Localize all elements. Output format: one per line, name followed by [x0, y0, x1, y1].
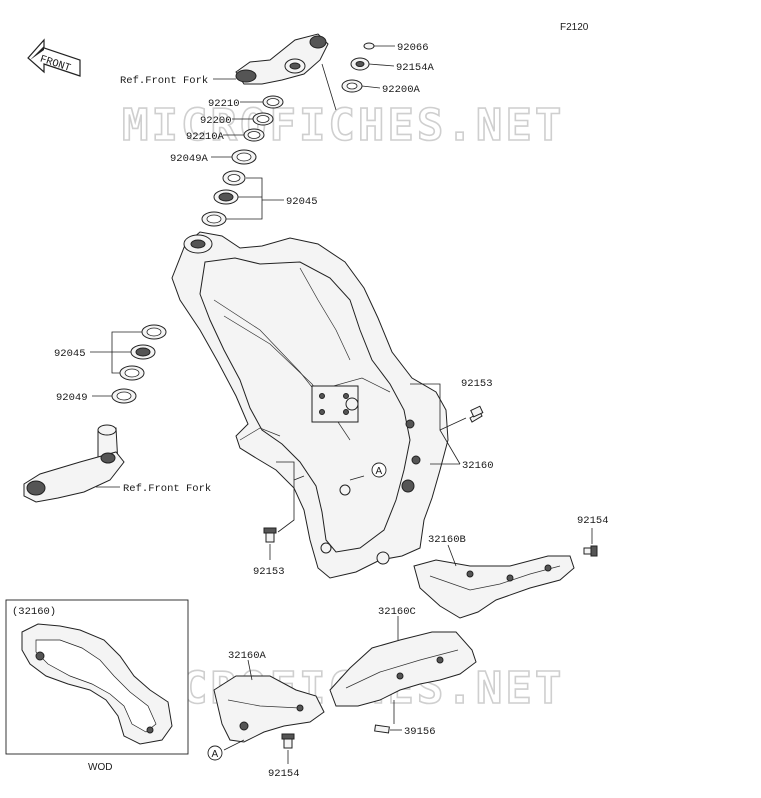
inset-title: (32160) — [12, 606, 56, 618]
label-92153-bottom: 92153 — [253, 566, 285, 578]
seal-92049A — [231, 149, 257, 165]
label-92045-top: 92045 — [286, 196, 318, 208]
bearing-92045-upper — [201, 170, 246, 227]
upper-triple-clamp — [235, 33, 329, 85]
label-92154A: 92154A — [396, 62, 435, 74]
callout-a-bottom-text: A — [212, 749, 219, 760]
label-92154-right: 92154 — [577, 515, 609, 527]
label-32160A: 32160A — [228, 650, 267, 662]
stem-nut-92154A — [350, 57, 370, 71]
callout-a-main-text: A — [376, 466, 383, 477]
front-direction-icon: FRONT — [27, 38, 81, 77]
label-92066: 92066 — [397, 42, 429, 54]
washer-92200A — [341, 79, 363, 93]
bolt-92154-right — [583, 545, 598, 557]
pin-39156 — [374, 724, 390, 734]
label-92200: 92200 — [200, 115, 232, 127]
label-92210: 92210 — [208, 98, 240, 110]
bracket-32160C — [329, 631, 477, 707]
label-39156: 39156 — [404, 726, 436, 738]
label-32160C: 32160C — [378, 606, 416, 618]
label-92049: 92049 — [56, 392, 88, 404]
callout-a-main: A — [371, 462, 387, 478]
seal-92049 — [111, 388, 137, 404]
inset-caption: WOD — [88, 762, 112, 773]
label-92200A: 92200A — [382, 84, 421, 96]
callout-a-bottom: A — [207, 745, 223, 761]
lower-triple-clamp — [23, 424, 125, 503]
watermark-top: MICROFICHES.NET — [122, 100, 564, 151]
label-92210A: 92210A — [186, 131, 225, 143]
bolt-92154-bottom — [281, 733, 295, 749]
ring-92210A — [243, 128, 265, 142]
leader-lines — [90, 45, 593, 764]
bearing-92045-lower — [119, 324, 167, 381]
label-92154-bottom: 92154 — [268, 768, 300, 780]
label-32160: 32160 — [462, 460, 494, 472]
label-92049A: 92049A — [170, 153, 209, 165]
bolt-92153-bottom — [263, 527, 277, 543]
label-ref-front-fork-bottom: Ref.Front Fork — [123, 483, 211, 495]
washer-92200 — [252, 112, 274, 126]
label-92153-right: 92153 — [461, 378, 493, 390]
label-ref-front-fork-top: Ref.Front Fork — [120, 75, 208, 87]
bracket-32160B — [413, 555, 575, 619]
label-32160B: 32160B — [428, 534, 466, 546]
figure-code: F2120 — [560, 22, 589, 33]
stem-cap-92066 — [363, 42, 375, 50]
bearing-ring-92210 — [262, 95, 284, 109]
main-frame-32160 — [171, 231, 449, 579]
label-92045-left: 92045 — [54, 348, 86, 360]
bracket-32160A — [213, 675, 325, 743]
inset-32160: (32160) WOD — [5, 599, 189, 773]
bolt-92153-right — [469, 405, 484, 423]
